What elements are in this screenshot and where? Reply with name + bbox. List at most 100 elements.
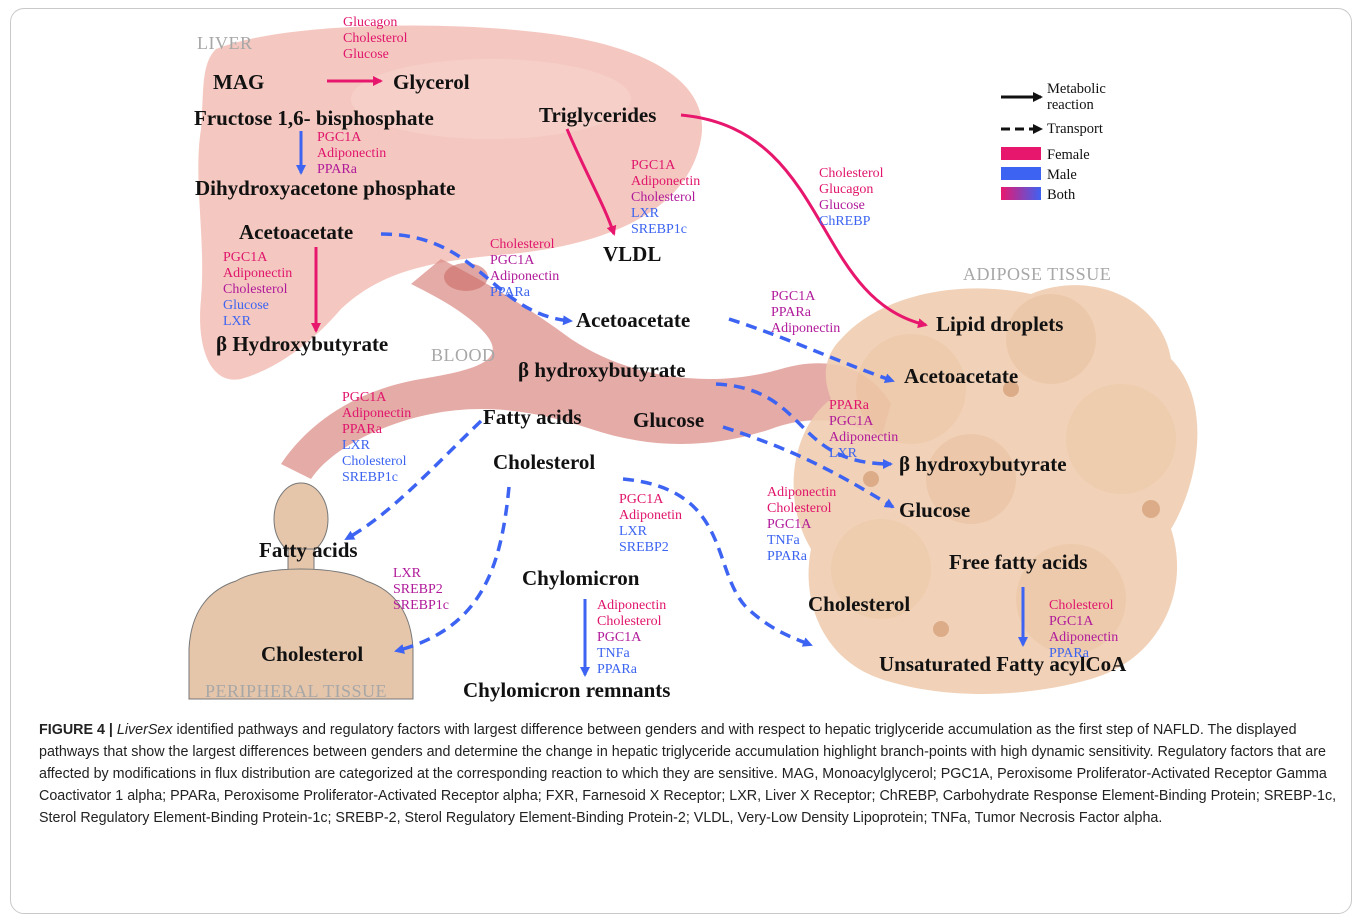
node-acetoacetate-blood: Acetoacetate (576, 308, 690, 332)
regulator-cholesterol: Cholesterol (490, 237, 555, 252)
node-lipid-droplets: Lipid droplets (936, 312, 1063, 336)
regulator-pgc1a: PGC1A (342, 390, 387, 405)
regulator-cholesterol: Cholesterol (597, 614, 662, 629)
node-glucose-adipose: Glucose (899, 498, 970, 522)
regulator-lxr: LXR (342, 438, 371, 453)
regulators-acetoacetate-adipose: PGC1APPARaAdiponectin (771, 289, 840, 336)
regulator-cholesterol: Cholesterol (343, 31, 408, 46)
regulator-pgc1a: PGC1A (771, 289, 816, 304)
node-bhb-adipose: β hydroxybutyrate (899, 452, 1067, 476)
legend-both-swatch (1001, 187, 1041, 200)
regulator-cholesterol: Cholesterol (223, 282, 288, 297)
figure-number: FIGURE 4 | (39, 722, 113, 738)
legend-female-label: Female (1047, 147, 1090, 163)
legend-male-label: Male (1047, 167, 1077, 183)
node-cholesterol-adipose: Cholesterol (808, 592, 910, 616)
regulator-cholesterol: Cholesterol (1049, 598, 1114, 613)
regulator-adiponectin: Adiponectin (597, 598, 666, 613)
regulator-adiponectin: Adiponectin (771, 321, 840, 336)
regulator-ppara: PPARa (597, 662, 638, 677)
node-bhb-blood: β hydroxybutyrate (518, 358, 686, 382)
node-mag: MAG (213, 70, 264, 94)
regulator-cholesterol: Cholesterol (631, 190, 696, 205)
peripheral-label: PERIPHERAL TISSUE (205, 681, 387, 701)
regulator-ppara: PPARa (767, 549, 808, 564)
node-cholesterol-peripheral: Cholesterol (261, 642, 363, 666)
regulator-pgc1a: PGC1A (619, 492, 664, 507)
adipose-tissue (794, 285, 1198, 694)
regulator-adiponectin: Adiponectin (490, 269, 559, 284)
legend-female-swatch (1001, 147, 1041, 160)
regulator-ppara: PPARa (1049, 646, 1090, 661)
pathway-diagram: LIVER BLOOD ADIPOSE TISSUE PERIPHERAL TI… (11, 9, 1351, 709)
regulator-adiponectin: Adiponectin (223, 266, 292, 281)
regulator-glucose: Glucose (343, 47, 389, 62)
node-cholesterol-blood: Cholesterol (493, 450, 595, 474)
regulator-pgc1a: PGC1A (597, 630, 642, 645)
regulator-ppara: PPARa (829, 398, 870, 413)
node-free-fatty-acids: Free fatty acids (949, 550, 1087, 574)
blood-label: BLOOD (431, 345, 496, 365)
node-glycerol: Glycerol (393, 70, 470, 94)
legend-both-label: Both (1047, 187, 1076, 203)
regulator-adiponectin: Adiponectin (829, 430, 898, 445)
legend-transport-label: Transport (1047, 121, 1103, 137)
regulator-srebp1c: SREBP1c (631, 222, 687, 237)
liver-label: LIVER (197, 33, 253, 53)
legend-metabolic-label-2: reaction (1047, 97, 1094, 113)
regulator-glucagon: Glucagon (819, 182, 873, 197)
human-body-icon (189, 483, 413, 699)
regulator-tnfa: TNFa (767, 533, 800, 548)
legend-male-swatch (1001, 167, 1041, 180)
node-fatty-acids-peripheral: Fatty acids (259, 538, 358, 562)
regulator-srebp2: SREBP2 (619, 540, 669, 555)
regulator-adiponetin: Adiponetin (619, 508, 682, 523)
regulator-adiponectin: Adiponectin (631, 174, 700, 189)
regulator-pgc1a: PGC1A (223, 250, 268, 265)
regulator-glucose: Glucose (819, 198, 865, 213)
caption-body: identified pathways and regulatory facto… (39, 722, 1336, 826)
legend-metabolic-label-1: Metabolic (1047, 81, 1106, 97)
regulator-tnfa: TNFa (597, 646, 630, 661)
node-chylomicron-remnants: Chylomicron remnants (463, 678, 670, 702)
node-vldl: VLDL (603, 242, 661, 266)
regulator-pgc1a: PGC1A (1049, 614, 1094, 629)
node-triglycerides: Triglycerides (539, 103, 656, 127)
node-chylomicron: Chylomicron (522, 566, 640, 590)
regulator-ppara: PPARa (317, 162, 358, 177)
regulator-cholesterol: Cholesterol (819, 166, 884, 181)
regulator-ppara: PPARa (490, 285, 531, 300)
regulator-adiponectin: Adiponectin (317, 146, 386, 161)
regulator-ppara: PPARa (342, 422, 383, 437)
regulator-adiponectin: Adiponectin (342, 406, 411, 421)
regulator-chrebp: ChREBP (819, 214, 871, 229)
node-bhb-liver: β Hydroxybutyrate (216, 332, 388, 356)
regulator-lxr: LXR (393, 566, 422, 581)
regulator-pgc1a: PGC1A (631, 158, 676, 173)
regulator-adiponectin: Adiponectin (1049, 630, 1118, 645)
regulator-adiponectin: Adiponectin (767, 485, 836, 500)
node-acetoacetate-liver: Acetoacetate (239, 220, 353, 244)
regulator-pgc1a: PGC1A (490, 253, 535, 268)
regulator-lxr: LXR (829, 446, 858, 461)
regulator-glucose: Glucose (223, 298, 269, 313)
regulator-srebp1c: SREBP1c (342, 470, 398, 485)
node-glucose-blood: Glucose (633, 408, 704, 432)
regulator-cholesterol: Cholesterol (767, 501, 832, 516)
node-acetoacetate-adipose: Acetoacetate (904, 364, 1018, 388)
node-fatty-acids-blood: Fatty acids (483, 405, 582, 429)
figure-frame: LIVER BLOOD ADIPOSE TISSUE PERIPHERAL TI… (10, 8, 1352, 914)
regulator-ppara: PPARa (771, 305, 812, 320)
node-dhap: Dihydroxyacetone phosphate (195, 176, 455, 200)
regulator-cholesterol: Cholesterol (342, 454, 407, 469)
legend: Metabolic reaction Transport Female Male… (1001, 81, 1106, 203)
regulator-pgc1a: PGC1A (767, 517, 812, 532)
regulator-lxr: LXR (223, 314, 252, 329)
node-unsaturated-fatty-acylcoa: Unsaturated Fatty acylCoA (879, 652, 1127, 676)
regulator-pgc1a: PGC1A (829, 414, 874, 429)
